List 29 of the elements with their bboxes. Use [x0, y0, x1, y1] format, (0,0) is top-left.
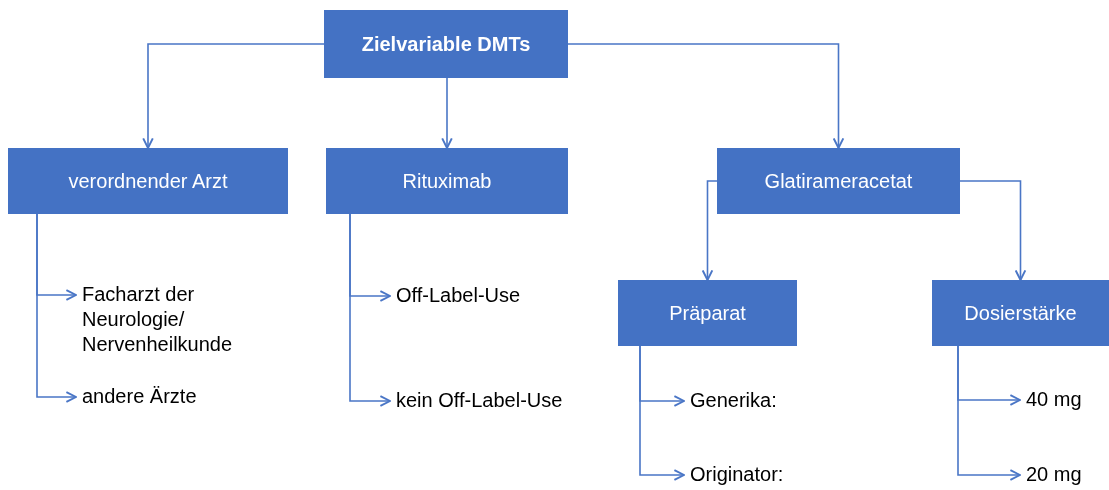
- category-box: [618, 280, 797, 346]
- option-label: andere Ärzte: [82, 384, 232, 409]
- connector-arrow: [957, 345, 1021, 481]
- connector-arrow: [701, 180, 718, 281]
- box-label: Präparat: [669, 301, 746, 325]
- connector-arrow: [441, 77, 453, 149]
- option-label: kein Off-Label-Use: [396, 388, 606, 413]
- option-label: Originator:: [690, 462, 810, 487]
- option-label: Facharzt der Neurologie/ Nervenheilkunde: [82, 282, 287, 357]
- box-label: verordnender Arzt: [68, 169, 228, 193]
- connector-arrow: [959, 180, 1027, 281]
- option-label: Generika:: [690, 388, 810, 413]
- box-label: Glatirameracetat: [764, 169, 913, 193]
- connector-arrow: [142, 43, 325, 149]
- category-box: [717, 148, 960, 214]
- category-box: [326, 148, 568, 214]
- option-label: Off-Label-Use: [396, 283, 556, 308]
- connector-arrow: [639, 345, 685, 481]
- option-label: 20 mg: [1026, 462, 1096, 487]
- connector-arrow: [36, 213, 77, 403]
- box-label: Dosierstärke: [964, 301, 1077, 325]
- category-box: [8, 148, 288, 214]
- category-box: [932, 280, 1109, 346]
- category-box: [324, 10, 568, 78]
- box-label: Zielvariable DMTs: [361, 32, 531, 56]
- connector-arrow: [567, 43, 845, 149]
- option-label: 40 mg: [1026, 387, 1096, 412]
- box-label: Rituximab: [402, 169, 492, 193]
- connector-arrow: [349, 213, 391, 407]
